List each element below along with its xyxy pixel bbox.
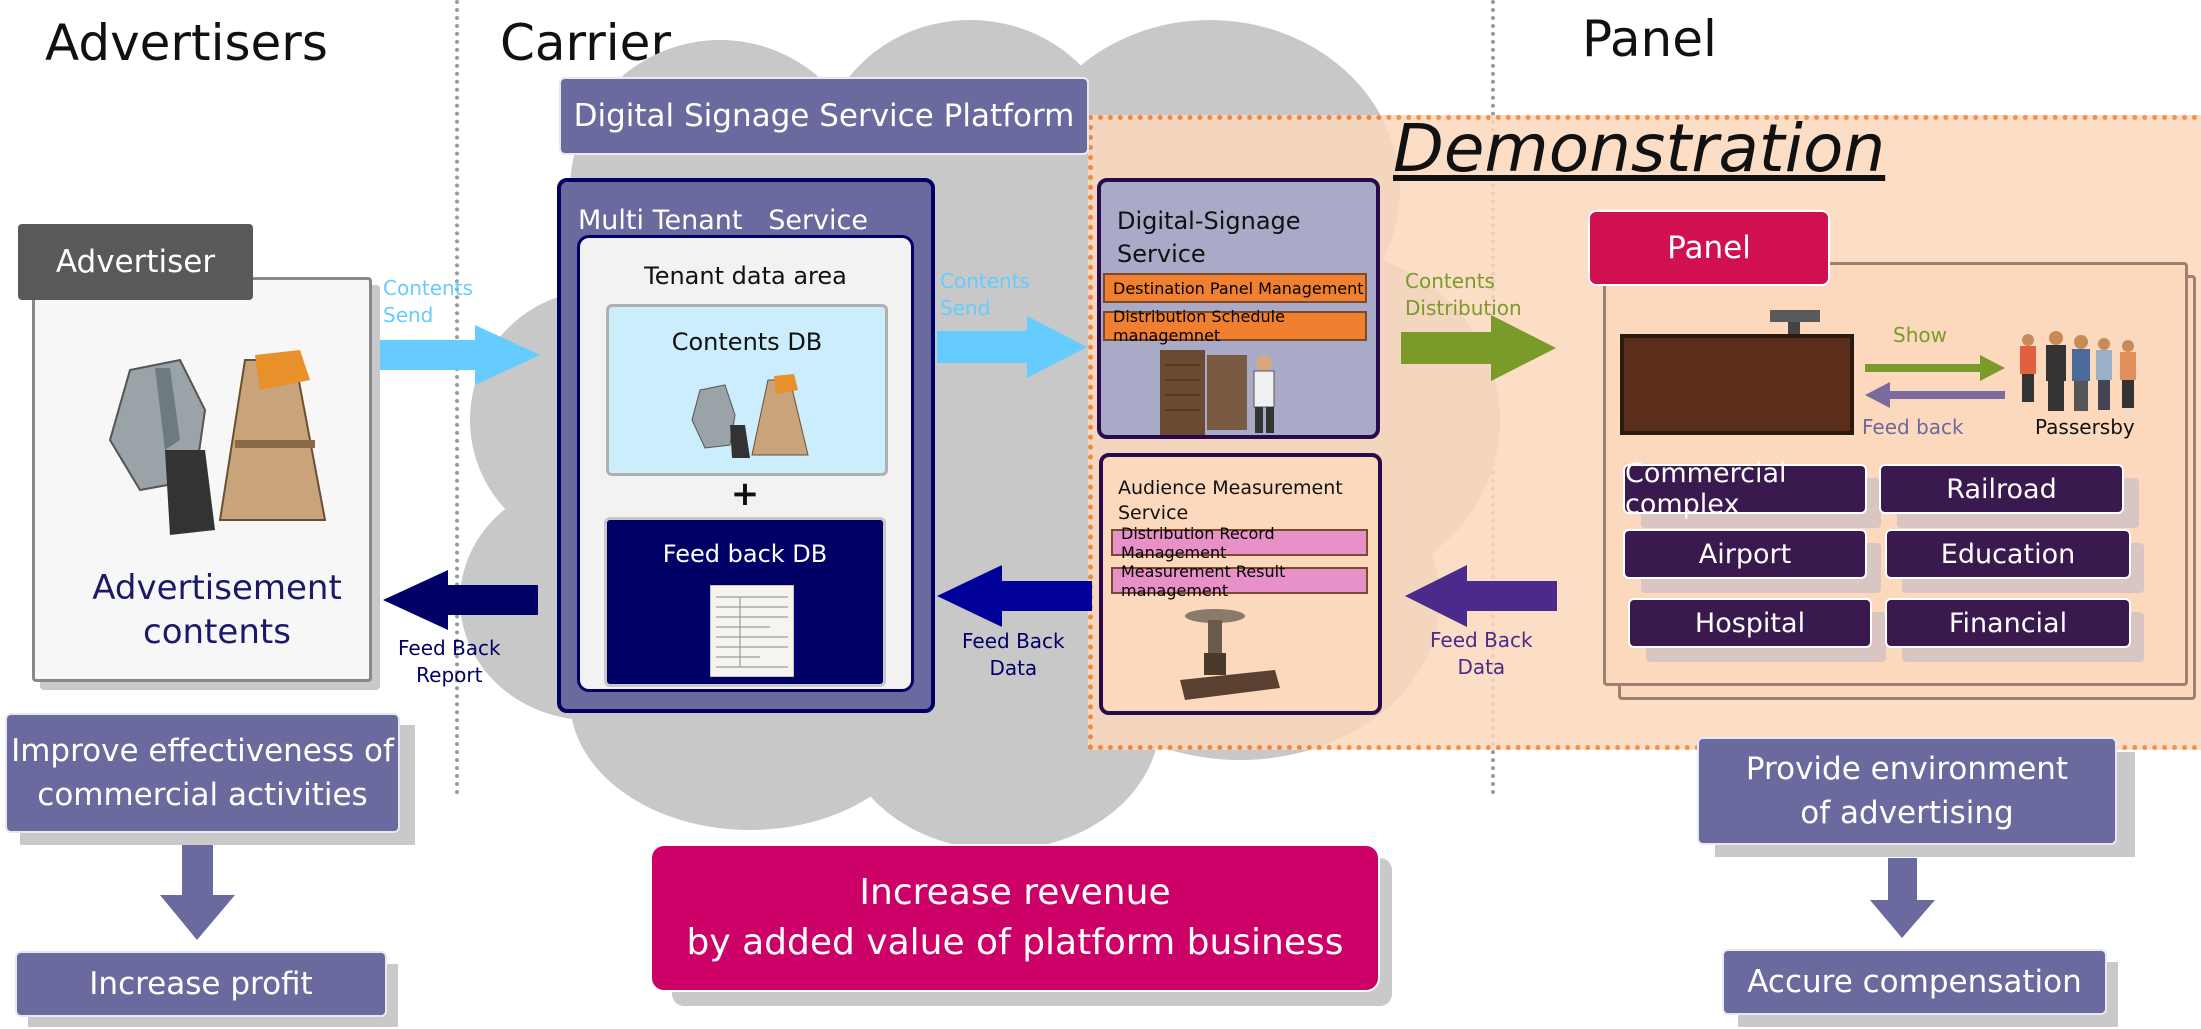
show-arrow — [1865, 355, 2005, 381]
advertisement-contents-label: Advertisement contents — [92, 568, 342, 652]
document-icon — [710, 585, 794, 677]
feedback-db-title: Feed back DB — [662, 540, 828, 568]
clothing-icon — [691, 374, 809, 458]
distribution-schedule-item: Distribution Schedule managemnet — [1103, 307, 1367, 345]
section-divider — [455, 0, 459, 795]
destination-panel-management-item: Destination Panel Management — [1103, 273, 1367, 303]
panel-benefit-box: Provide environment of advertising — [1697, 737, 2117, 845]
feedback-data-arrow — [1405, 565, 1557, 627]
feedback-report-label: Feed Back Report — [398, 636, 501, 687]
feedback-data-arrow — [937, 565, 1092, 627]
carrier-benefit-box: Increase revenue by added value of platf… — [650, 844, 1380, 992]
contents-db-title: Contents DB — [671, 328, 823, 356]
contents-send-label: Contents Send — [383, 276, 473, 327]
feedback-data-label: Feed Back Data — [962, 629, 1065, 680]
audience-measurement-title: Audience Measurement Service — [1118, 477, 1343, 524]
platform-title: Digital Signage Service Platform — [559, 77, 1089, 155]
clothing-icon — [108, 350, 327, 535]
demonstration-title: Demonstration — [1393, 110, 1886, 187]
plus-sign: + — [730, 474, 760, 514]
display-screen-icon — [1620, 310, 1854, 435]
down-arrow-icon — [1870, 858, 1935, 938]
panel-tag: Panel — [1588, 210, 1830, 286]
location-commercial-complex: Commercial complex — [1623, 458, 1867, 520]
section-title-panel: Panel — [1582, 10, 1717, 68]
accure-compensation-box: Accure compensation — [1722, 949, 2107, 1015]
feedback-arrow — [1865, 382, 2005, 408]
location-railroad: Railroad — [1879, 464, 2124, 514]
contents-send-arrow — [380, 325, 540, 385]
contents-distribution-label: Contents Distribution — [1405, 269, 1522, 320]
tenant-data-area-title: Tenant data area — [644, 262, 847, 290]
multi-tenant-title: Multi Tenant Service — [578, 205, 868, 236]
feedback-data-label: Feed Back Data — [1430, 628, 1533, 679]
distribution-record-management-item: Distribution Record Management — [1111, 524, 1368, 562]
contents-send-label: Contents Send — [940, 269, 1030, 320]
location-financial: Financial — [1885, 598, 2131, 648]
passersby-icon — [2020, 331, 2136, 411]
camera-icon — [1180, 609, 1280, 700]
location-hospital: Hospital — [1628, 598, 1872, 648]
section-title-advertisers: Advertisers — [45, 14, 328, 72]
location-education: Education — [1885, 529, 2131, 579]
advertiser-tag: Advertiser — [18, 224, 253, 300]
contents-distribution-arrow — [1401, 315, 1556, 381]
measurement-result-item: Measurement Result management — [1111, 562, 1368, 600]
passersby-label: Passersby — [2035, 415, 2135, 439]
server-rack-icon — [1160, 350, 1275, 435]
increase-profit-box: Increase profit — [15, 951, 387, 1017]
digital-signage-service-title: Digital-Signage Service — [1117, 207, 1301, 268]
advertisers-benefit-box: Improve effectiveness of commercial acti… — [5, 713, 400, 833]
show-label: Show — [1893, 323, 1947, 347]
feedback-label: Feed back — [1862, 415, 1964, 439]
down-arrow-icon — [160, 845, 235, 940]
feedback-report-arrow — [383, 570, 538, 630]
contents-send-arrow — [937, 316, 1087, 378]
location-airport: Airport — [1623, 529, 1867, 579]
